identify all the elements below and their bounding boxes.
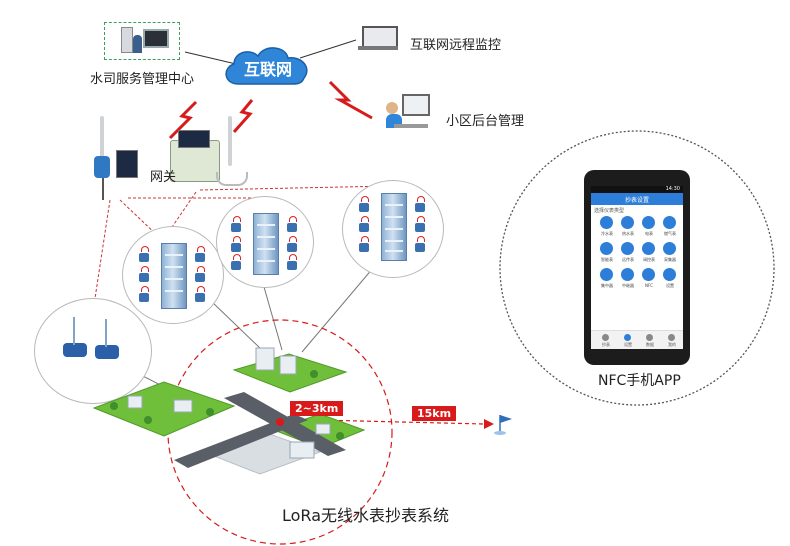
tab-icon[interactable] [668,334,675,341]
app-subtitle: 选择仪表类型 [594,208,625,214]
city-scene [92,347,366,475]
app-grid-label: 冷水表 [601,231,613,236]
distance-near-label: 2~3km [290,401,344,416]
water-meter-icon [95,345,119,359]
app-grid-icon[interactable] [621,216,634,229]
laptop-icon [358,26,398,50]
lightning-bolt-left-1 [168,100,198,140]
app-grid-icon[interactable] [642,216,655,229]
water-company-node [104,22,180,60]
computer-icon [143,29,169,48]
app-grid-label: 阀控表 [643,257,655,262]
app-grid-icon[interactable] [642,242,655,255]
app-grid-icon[interactable] [621,268,634,281]
building-bubble-b [216,196,314,288]
road [174,414,308,468]
link-water-company [184,51,237,65]
cloud-icon [225,47,308,85]
building [173,399,193,413]
remote-monitor-label: 互联网远程监控 [410,38,502,53]
app-grid-label: 远传表 [622,257,634,262]
road [224,392,346,456]
app-grid-icon[interactable] [600,268,613,281]
status-time: 14:30 [665,186,680,192]
app-grid-icon[interactable] [642,268,655,281]
app-grid-icon[interactable] [663,242,676,255]
app-grid-icon[interactable] [663,268,676,281]
tab-icon[interactable] [646,334,653,341]
building [315,423,331,435]
building-bubble-c [342,180,444,278]
link-remote-monitor [299,39,357,59]
building-bubble-a [122,226,224,324]
nfc-phone-circle [499,130,775,406]
tab-icon[interactable] [624,334,631,341]
solar-panel-icon [116,150,138,178]
meters-closeup-bubble [34,298,152,404]
app-grid-icon[interactable] [600,242,613,255]
app-grid-icon[interactable] [663,216,676,229]
internet-label: 互联网 [244,60,293,79]
app-grid-label: 电表 [645,231,653,236]
tab-label: 数据 [646,342,654,347]
phone-screen: 14:30 抄表设置 选择仪表类型 冷水表热水表电表燃气表智能表远传表阀控表采集… [591,186,683,349]
gateway-box-right [168,116,248,190]
app-grid-label: 集中器 [601,283,613,288]
gateway-pole-left [94,116,144,202]
app-grid-label: NFC [644,283,654,288]
app-grid-label: 智能表 [601,257,613,262]
phone: 14:30 抄表设置 选择仪表类型 冷水表热水表电表燃气表智能表远传表阀控表采集… [584,170,690,365]
server-tower-icon [121,27,133,53]
app-grid-icon[interactable] [621,242,634,255]
app-grid-icon[interactable] [600,216,613,229]
app-grid-label: 热水表 [622,231,634,236]
operator-desk-icon [386,94,430,130]
app-grid-label: 采集器 [664,257,676,262]
antenna-icon [228,116,232,166]
lightning-bolt-left-2 [232,99,254,133]
gateway-label: 网关 [150,170,177,185]
building [255,347,275,371]
antenna-icon [100,116,104,158]
tab-label: 我的 [668,342,676,347]
distance-far-label: 15km [412,406,457,421]
water-meter-icon [63,343,87,357]
app-title: 抄表设置 [624,197,649,204]
app-grid-label: 设置 [666,283,674,288]
system-title: LoRa无线水表抄表系统 [282,506,449,525]
person-icon [133,35,142,53]
app-grid-label: 中继器 [622,283,634,288]
app-grid-label: 燃气表 [664,231,676,236]
tab-label: 设置 [624,342,632,347]
solar-panel-icon [178,130,210,148]
tab-icon[interactable] [602,334,609,341]
nfc-app-label: NFC手机APP [598,373,681,389]
internet-cloud: 互联网 [220,44,314,90]
tab-bar [591,330,683,349]
community-backend-label: 小区后台管理 [446,114,525,129]
tab-label: 抄表 [602,342,610,347]
building [289,441,315,459]
gateway-marker [276,418,284,426]
lightning-bolt-right [328,80,373,120]
building [279,355,297,375]
water-company-label: 水司服务管理中心 [90,72,195,87]
building [127,395,143,409]
